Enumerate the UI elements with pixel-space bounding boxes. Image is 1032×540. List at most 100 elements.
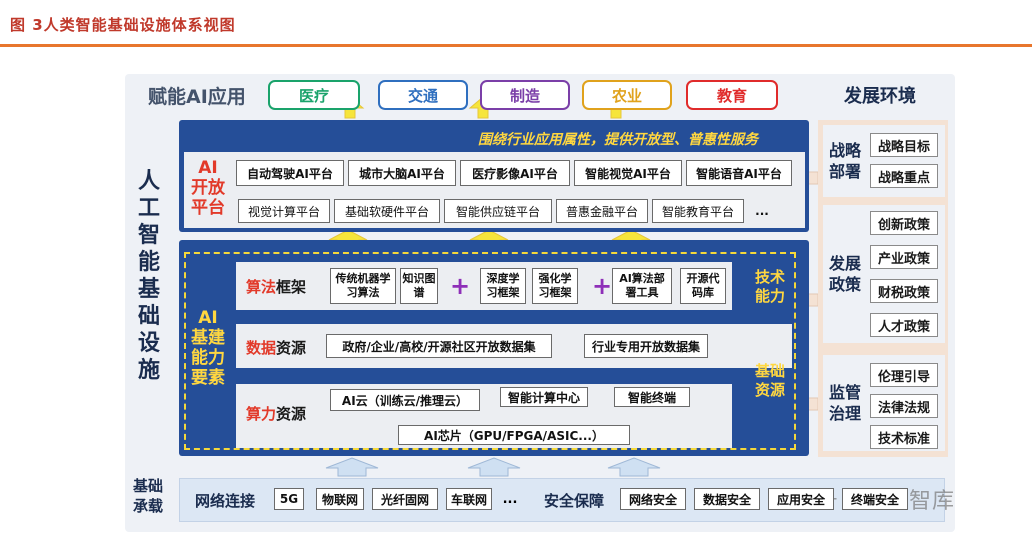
empower-ai-label: 赋能AI应用 [148,86,246,108]
foundation-label: 基础承载 [128,476,168,516]
environment-group-title: 监管治理 [828,382,862,424]
network-item: 车联网 [446,488,492,510]
figure-title: 图 3人类智能基础设施体系视图 [10,16,236,34]
up-arrow [467,457,521,477]
tech-label-char: 能力 [754,287,785,305]
security-item: 数据安全 [694,488,760,510]
title-rule [0,44,1032,47]
cap-label-char: 要素 [191,368,225,388]
network-item: 光纤固网 [372,488,438,510]
base-label-char: 资源 [754,381,785,399]
environment-group-title-char: 战略 [828,141,861,160]
compute-title-black: 资源 [276,405,307,423]
plus-icon: + [592,272,613,300]
environment-item: 伦理引导 [870,363,938,387]
algorithm-title-black: 框架 [276,278,307,296]
app-tag-3: 农业 [582,80,672,110]
left-title-ai-infrastructure: 人工智能基础设施 [134,168,164,384]
algorithm-item: 知识图谱 [400,268,438,304]
app-tag-4: 教育 [686,80,778,110]
open-platform-slogan: 围绕行业应用属性，提供开放型、普惠性服务 [478,132,758,148]
open-platform-item: ... [755,204,769,218]
env-title: 发展环境 [844,86,916,107]
compute-item-ai-chip: AI芯片（GPU/FPGA/ASIC...） [398,425,630,445]
open-platform-item: 医疗影像AI平台 [460,160,570,186]
environment-group-title-char: 发展 [828,254,861,273]
compute-item-ai-cloud: AI云（训练云/推理云） [330,389,480,411]
app-tag-2: 制造 [480,80,570,110]
left-title-char: 智 [137,223,160,248]
app-tag-1: 交通 [378,80,468,110]
environment-item: 财税政策 [870,279,938,303]
open-platform-item: 城市大脑AI平台 [348,160,456,186]
left-title-char: 设 [137,331,160,356]
foundation-up-arrows [325,457,661,477]
algorithm-item: 开源代码库 [680,268,726,304]
environment-item: 法律法规 [870,394,938,418]
cap-label-char: 能力 [191,348,225,368]
data-title: 数据资源 [246,337,306,358]
op-label-char: AI [198,158,218,178]
security-title: 安全保障 [544,492,605,510]
data-title-black: 资源 [276,339,307,357]
left-title-char: 础 [137,304,160,329]
environment-group-title-char: 部署 [828,162,861,181]
environment-group-title: 战略部署 [828,140,862,182]
security-item: 应用安全 [768,488,834,510]
left-title-char: 施 [137,358,160,383]
network-item: 物联网 [316,488,364,510]
found-label-char: 承载 [132,497,163,515]
open-platform-item: 智能教育平台 [652,199,744,223]
environment-item: 战略重点 [870,164,938,188]
plus-icon: + [450,272,471,300]
data-title-red: 数据 [246,339,277,357]
open-platform-item: 视觉计算平台 [238,199,330,223]
algorithm-title-red: 算法 [246,278,277,296]
compute-title-red: 算力 [246,405,277,423]
environment-group-title: 发展政策 [828,253,862,295]
environment-item: 战略目标 [870,133,938,157]
data-item-industry-datasets: 行业专用开放数据集 [584,334,708,358]
left-title-char: 基 [137,277,160,302]
environment-item: 技术标准 [870,425,938,449]
data-item-open-datasets: 政府/企业/高校/开源社区开放数据集 [326,334,552,358]
algorithm-item: 强化学习框架 [532,268,578,304]
op-label-char: 开放 [191,178,225,198]
tech-label-char: 技术 [754,268,785,286]
cap-label-char: 基建 [191,328,225,348]
open-platform-item: 自动驾驶AI平台 [236,160,344,186]
found-label-char: 基础 [132,477,163,495]
network-item: 5G [274,488,304,510]
left-title-char: 工 [137,196,160,221]
algorithm-item: 传统机器学习算法 [330,268,396,304]
environment-item: 人才政策 [870,313,938,337]
app-tag-0: 医疗 [268,80,360,110]
base-resource-label: 基础资源 [752,362,788,400]
environment-item: 创新政策 [870,211,938,235]
open-platform-item: 智能视觉AI平台 [574,160,682,186]
algorithm-item: AI算法部署工具 [612,268,672,304]
network-item: ... [502,491,518,507]
open-platform-item: 普惠金融平台 [556,199,648,223]
capability-dashed-frame [184,252,796,450]
left-title-char: 能 [137,250,160,275]
op-label-char: 平台 [191,198,225,218]
open-platform-item: 基础软硬件平台 [334,199,440,223]
open-platform-item: 智能供应链平台 [444,199,552,223]
up-arrow [325,457,379,477]
environment-item: 产业政策 [870,245,938,269]
algorithm-item: 深度学习框架 [480,268,526,304]
base-label-char: 基础 [754,362,785,380]
algorithm-title: 算法框架 [246,276,306,297]
open-platform-item: 智能语音AI平台 [686,160,792,186]
up-arrow [607,457,661,477]
cap-label-char: AI [198,308,218,328]
compute-item-terminal: 智能终端 [614,387,690,407]
environment-group-title-char: 治理 [828,404,861,423]
compute-title: 算力资源 [246,403,306,424]
compute-item-computing-center: 智能计算中心 [500,387,588,407]
security-item: 终端安全 [842,488,908,510]
environment-group-title-char: 监管 [828,383,861,402]
network-title: 网络连接 [195,492,256,510]
